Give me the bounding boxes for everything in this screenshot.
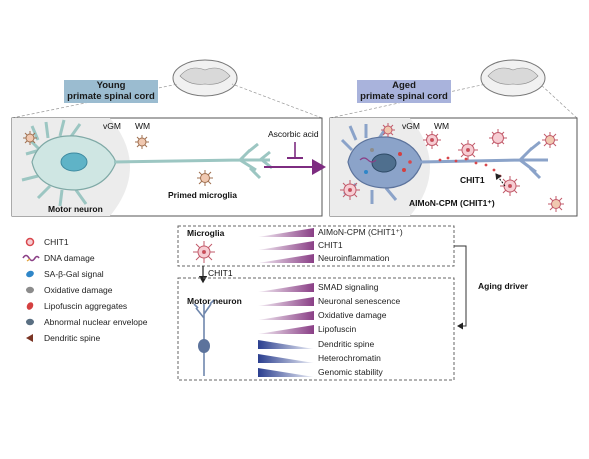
motor-neuron-label: Motor neuron	[48, 204, 103, 214]
aged-header: Aged primate spinal cord	[357, 80, 451, 103]
young-header: Young primate spinal cord	[64, 80, 158, 103]
dendritic-spine-icon	[26, 334, 33, 342]
motor-neuron-box	[177, 277, 455, 381]
increase-bar	[258, 228, 314, 237]
legend-label: Lipofuscin aggregates	[44, 301, 128, 311]
sa-beta-gal-icon	[26, 270, 34, 278]
nuclear-envelope-icon	[26, 318, 34, 326]
primed-microglia-label: Primed microglia	[168, 190, 237, 200]
young-microglia	[23, 131, 213, 186]
motor-box-neuron	[193, 299, 215, 376]
motor-box-title: Motor neuron	[187, 296, 242, 306]
aged-header-line1: Aged	[392, 80, 416, 91]
legend-label: SA-β-Gal signal	[44, 269, 104, 279]
legend-item-oxidative-damage: Oxidative damage	[22, 283, 113, 297]
microglia-item: Neuroinflammation	[318, 253, 390, 263]
decrease-bar	[258, 354, 314, 363]
legend-item-chit1: CHIT1	[22, 235, 69, 249]
spinal-cord-icon-aged	[329, 59, 578, 119]
increase-bar	[258, 241, 314, 250]
microglia-item: AIMoN-CPM (CHIT1⁺)	[318, 227, 403, 237]
young-vgm-label: vGM	[103, 121, 121, 131]
motor-down-item: Dendritic spine	[318, 339, 375, 349]
decrease-bar	[258, 340, 314, 349]
young-header-line1: Young	[96, 80, 126, 91]
motor-up-item: Lipofuscin	[318, 324, 357, 334]
aging-driver-bracket	[454, 245, 467, 330]
microglia-box-cell	[193, 241, 215, 263]
microglia-item: CHIT1	[318, 240, 343, 250]
motor-down-item: Heterochromatin	[318, 353, 381, 363]
aged-wm-label: WM	[434, 121, 450, 131]
aimon-label: AIMoN-CPM (CHIT1⁺)	[409, 198, 495, 208]
legend-item-dna-damage: DNA damage	[22, 251, 95, 265]
young-wm-label: WM	[135, 121, 151, 131]
microglia-box-title: Microglia	[187, 228, 225, 238]
chit1-pointer	[495, 173, 506, 187]
legend-item-nuclear-envelope: Abnormal nuclear envelope	[22, 315, 147, 329]
young-nucleus	[60, 152, 88, 172]
motor-up-item: Neuronal senescence	[318, 296, 401, 306]
young-header-line2: primate spinal cord	[67, 91, 155, 102]
oxidative-damage-icon	[26, 286, 34, 294]
legend-item-dendritic-spine: Dendritic spine	[22, 331, 100, 345]
spinal-cord-icon-young	[11, 59, 323, 119]
legend-item-sa-beta-gal: SA-β-Gal signal	[22, 267, 104, 281]
aged-nucleus	[371, 153, 397, 173]
decrease-bar	[258, 368, 314, 377]
legend-item-lipofuscin: Lipofuscin aggregates	[22, 299, 127, 313]
aging-driver-label: Aging driver	[478, 281, 529, 291]
increase-bar	[258, 297, 314, 306]
legend-label: Oxidative damage	[44, 285, 113, 295]
legend-label: Dendritic spine	[44, 333, 101, 343]
aged-microglia	[340, 123, 564, 212]
dna-damage-icon	[22, 254, 40, 262]
aged-header-line2: primate spinal cord	[360, 91, 448, 102]
increase-bar	[258, 254, 314, 263]
increase-bar	[258, 311, 314, 320]
aged-vgm-label: vGM	[402, 121, 420, 131]
motor-box-soma	[198, 339, 210, 353]
motor-up-item: SMAD signaling	[318, 282, 379, 292]
increase-bar	[258, 283, 314, 292]
legend-label: DNA damage	[44, 253, 95, 263]
ascorbic-acid-label: Ascorbic acid	[268, 129, 319, 139]
legend-label: CHIT1	[44, 237, 69, 247]
chit1-dot-icon	[25, 237, 35, 247]
aged-chit1-label: CHIT1	[460, 175, 485, 185]
motor-up-item: Oxidative damage	[318, 310, 387, 320]
chit1-arrow-label: CHIT1	[208, 268, 233, 278]
motor-down-item: Genomic stability	[318, 367, 383, 377]
aged-neuron-damage	[359, 148, 412, 174]
increase-bar	[258, 325, 314, 334]
lipofuscin-icon	[26, 302, 34, 310]
young-motor-neuron	[21, 119, 273, 207]
legend-label: Abnormal nuclear envelope	[44, 317, 148, 327]
